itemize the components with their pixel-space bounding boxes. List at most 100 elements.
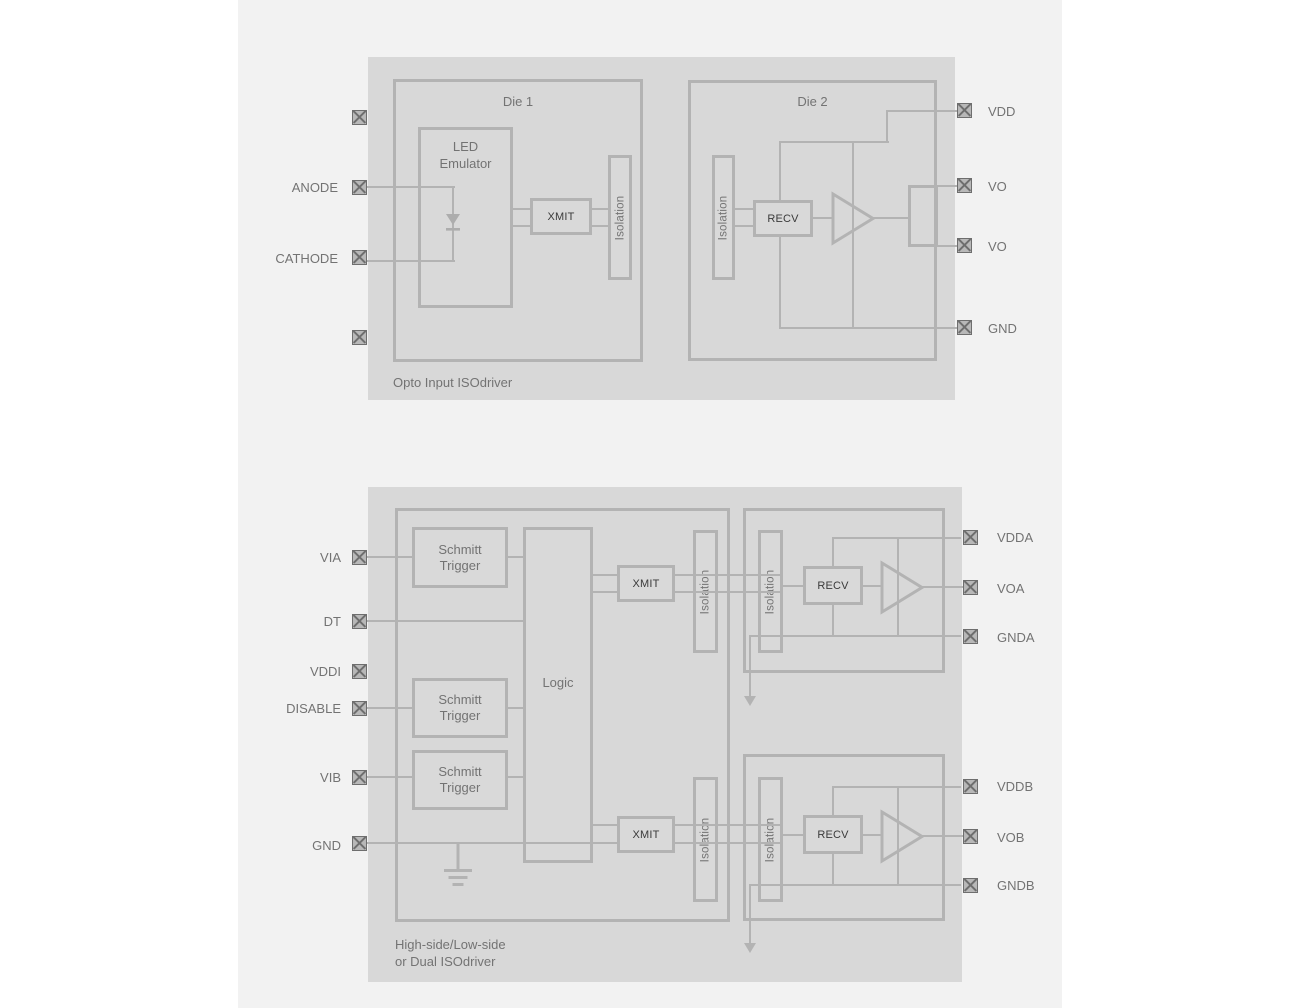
pin-nc-bottom-icon [352, 330, 367, 345]
gnd-rail-wire [779, 327, 960, 329]
output-stage-box [908, 185, 938, 247]
xmit-isolation-wire-a [592, 208, 608, 210]
pin-vdda-icon [963, 530, 978, 545]
channel-b-amp-center-wire [897, 787, 899, 886]
schmitt3-line1: Schmitt [438, 764, 482, 779]
die1-label: Die 1 [502, 94, 534, 109]
pin-vo2-icon [957, 238, 972, 253]
xmita-isolation-wire-a [675, 574, 783, 576]
led-emulator-box [418, 127, 513, 308]
led-emulator-label-line1: LED [452, 139, 479, 154]
pin-dt-icon [352, 614, 367, 629]
vddi-label: VDDI [309, 664, 341, 679]
st1-logic-wire [508, 556, 523, 558]
top-diagram-caption: Opto Input ISOdriver [393, 375, 513, 390]
pin-via-icon [352, 550, 367, 565]
logic-xmitb-wire [593, 824, 617, 826]
vdda-rail-wire [832, 537, 961, 539]
recv-a-box: RECV [803, 566, 863, 605]
die2-label: Die 2 [797, 94, 828, 109]
isolation-recv-wire-a [735, 208, 753, 210]
dt-wire [365, 620, 523, 622]
pin-gnd-icon [957, 320, 972, 335]
vddb-label: VDDB [997, 779, 1034, 794]
xmit-box: XMIT [530, 198, 592, 235]
schmitt1-line1: Schmitt [438, 541, 482, 557]
vib-wire [365, 776, 412, 778]
isolation-recv-wire-b [735, 225, 753, 227]
arrow-down-a-icon [744, 696, 756, 706]
vo2-pin-wire [935, 245, 960, 247]
schmitt-trigger-1-box: Schmitt Trigger [412, 527, 508, 588]
die2-amp-center-wire [852, 142, 854, 328]
channel-a-box [743, 508, 945, 673]
vob-label: VOB [997, 830, 1025, 845]
st3-logic-wire [508, 776, 523, 778]
logic-xmita-wire-b [593, 591, 617, 593]
recva-amp-wire [863, 585, 882, 587]
logic-label: Logic [542, 675, 574, 690]
pin-disable-icon [352, 701, 367, 716]
pin-vib-icon [352, 770, 367, 785]
pin-anode-icon [352, 180, 367, 195]
vdd-label: VDD [988, 104, 1016, 119]
logic-box [523, 527, 593, 863]
bottom-diagram-caption-line2: or Dual ISOdriver [395, 954, 496, 969]
xmita-isolation-wire-b [675, 591, 783, 593]
isolation-barrier-die2: Isolation [712, 155, 735, 280]
pin-gndb-icon [963, 878, 978, 893]
xmitb-isolation-wire-b [675, 842, 783, 844]
xmit-isolation-wire-b [592, 225, 608, 227]
cathode-label: CATHODE [275, 251, 338, 266]
pin-vddi-icon [352, 664, 367, 679]
xmit-b-box: XMIT [617, 816, 675, 853]
via-label: VIA [320, 550, 341, 565]
anode-wire [365, 186, 455, 188]
vo2-label: VO [988, 239, 1007, 254]
schmitt-trigger-3-box: Schmitt Trigger [412, 750, 508, 810]
cathode-wire [365, 260, 455, 262]
pin-vddb-icon [963, 779, 978, 794]
pin-gnd-input-icon [352, 836, 367, 851]
disable-wire [365, 707, 412, 709]
schmitt2-line2: Trigger [439, 708, 481, 723]
isolation-b2-box: Isolation [758, 777, 783, 902]
channel-a-arrow-wire [749, 635, 751, 697]
isolation-recva-wire [783, 585, 803, 587]
input-die-box [395, 508, 730, 922]
amplifier-b-triangle-icon [880, 809, 925, 864]
recv-a-label: RECV [817, 579, 849, 592]
gndb-rail-wire [749, 884, 961, 886]
vdd-pin-wire [886, 110, 960, 112]
isolation-barrier-die1: Isolation [608, 155, 632, 280]
pin-vdd-icon [957, 103, 972, 118]
die1-box [393, 79, 643, 362]
pin-nc-top-icon [352, 110, 367, 125]
recv-b-box: RECV [803, 815, 863, 854]
recv-amp-wire [813, 217, 833, 219]
pin-voa-icon [963, 580, 978, 595]
isolation-recvb-wire [783, 834, 803, 836]
led-xmit-wire-a [513, 208, 530, 210]
voa-pin-wire [920, 586, 963, 588]
amplifier-a-triangle-icon [880, 560, 925, 615]
gnd-label: GND [988, 321, 1017, 336]
diode-icon [446, 214, 460, 231]
gnd-input-label: GND [312, 838, 341, 853]
recv-label: RECV [767, 212, 799, 225]
gnda-rail-wire [749, 635, 961, 637]
channel-b-box [743, 754, 945, 921]
bottom-diagram-caption-line1: High-side/Low-side [395, 937, 506, 952]
arrow-down-b-icon [744, 943, 756, 953]
xmit-label: XMIT [547, 210, 575, 223]
led-xmit-wire-b [513, 225, 530, 227]
recvb-amp-wire [863, 834, 882, 836]
channel-a-amp-center-wire [897, 538, 899, 637]
vdd-riser-wire [886, 110, 888, 143]
schmitt2-line1: Schmitt [438, 692, 482, 707]
isolation-die1-label: Isolation [614, 195, 627, 240]
disable-label: DISABLE [286, 701, 341, 716]
xmit-a-box: XMIT [617, 565, 675, 602]
vo1-label: VO [988, 179, 1007, 194]
